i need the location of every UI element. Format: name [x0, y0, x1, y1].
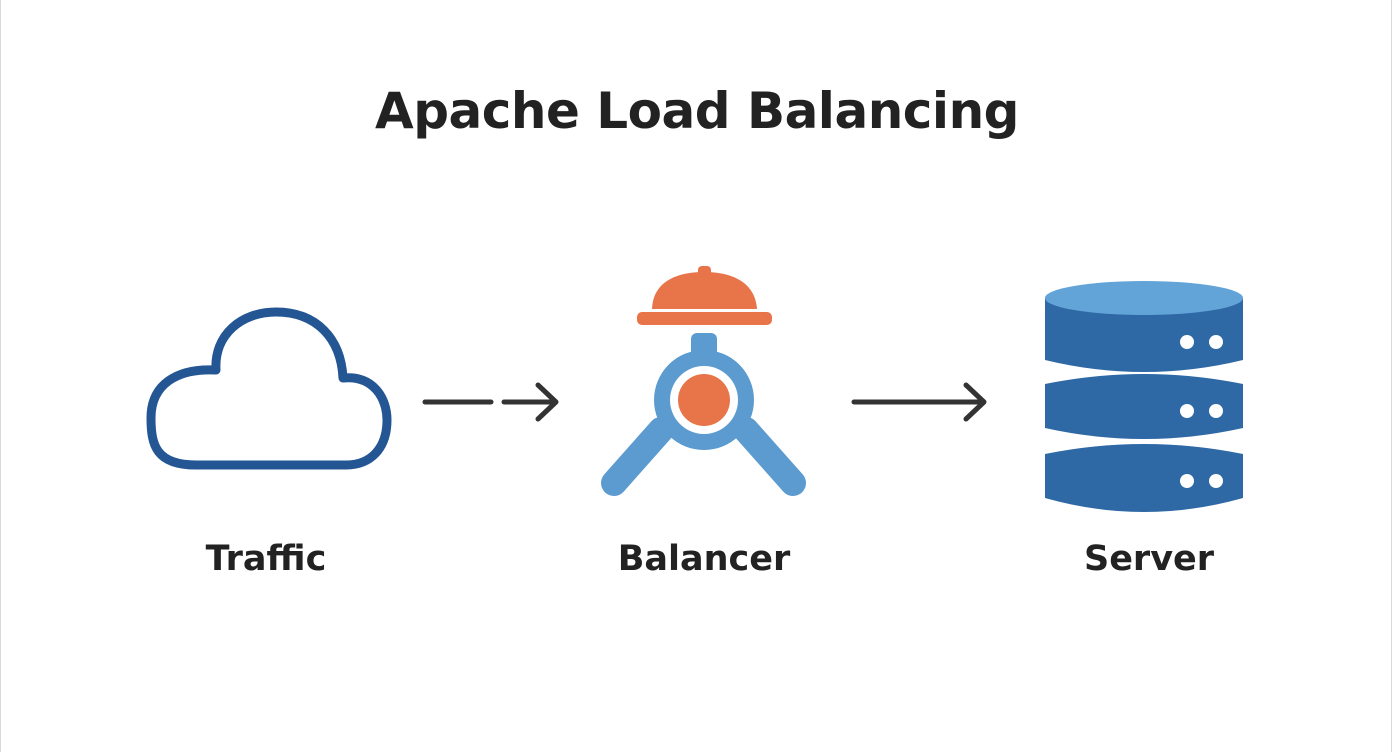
diagram-title: Apache Load Balancing	[375, 82, 1019, 140]
hard-hat-icon	[637, 266, 772, 325]
balancer-label: Balancer	[617, 539, 791, 579]
load-balancer-icon	[601, 266, 806, 496]
balancer-to-server-arrow	[851, 382, 987, 422]
traffic-to-balancer-arrow	[422, 382, 559, 422]
database-server-icon	[1045, 281, 1243, 512]
server-status-lights	[1180, 335, 1223, 488]
traffic-label: Traffic	[205, 539, 327, 579]
cloud-icon	[146, 307, 392, 470]
server-label: Server	[1083, 539, 1215, 579]
